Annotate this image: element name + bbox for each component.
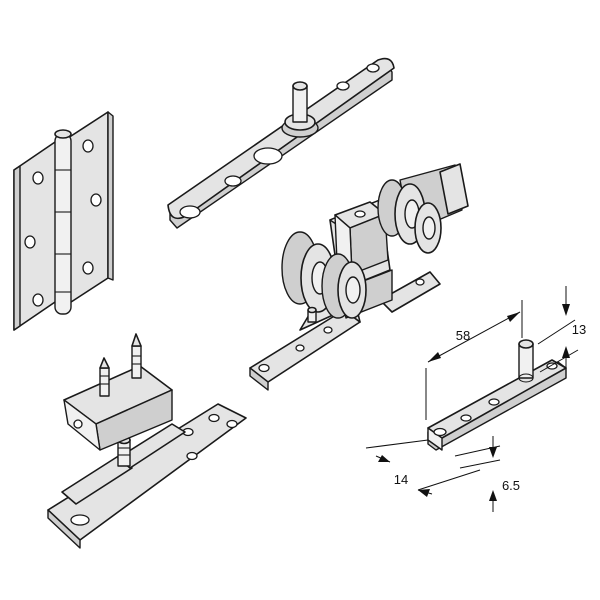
- dimensioned-pivot-plate: 58 13 14: [365, 286, 586, 512]
- dimension-6-5-label: 6.5: [502, 478, 520, 493]
- dimension-13: 13: [537, 286, 586, 378]
- dimension-6-5: 6.5: [454, 436, 520, 512]
- top-pivot-plate: [167, 57, 395, 229]
- dimension-58: 58: [425, 300, 523, 420]
- dimension-14-label: 14: [394, 472, 408, 487]
- bottom-pivot-assembly: [47, 333, 247, 549]
- roller-carriage: [249, 163, 469, 391]
- dimension-58-label: 58: [456, 328, 470, 343]
- dimension-14: 14: [365, 439, 481, 497]
- dimension-13-label: 13: [572, 322, 586, 337]
- butt-hinge: [13, 111, 114, 331]
